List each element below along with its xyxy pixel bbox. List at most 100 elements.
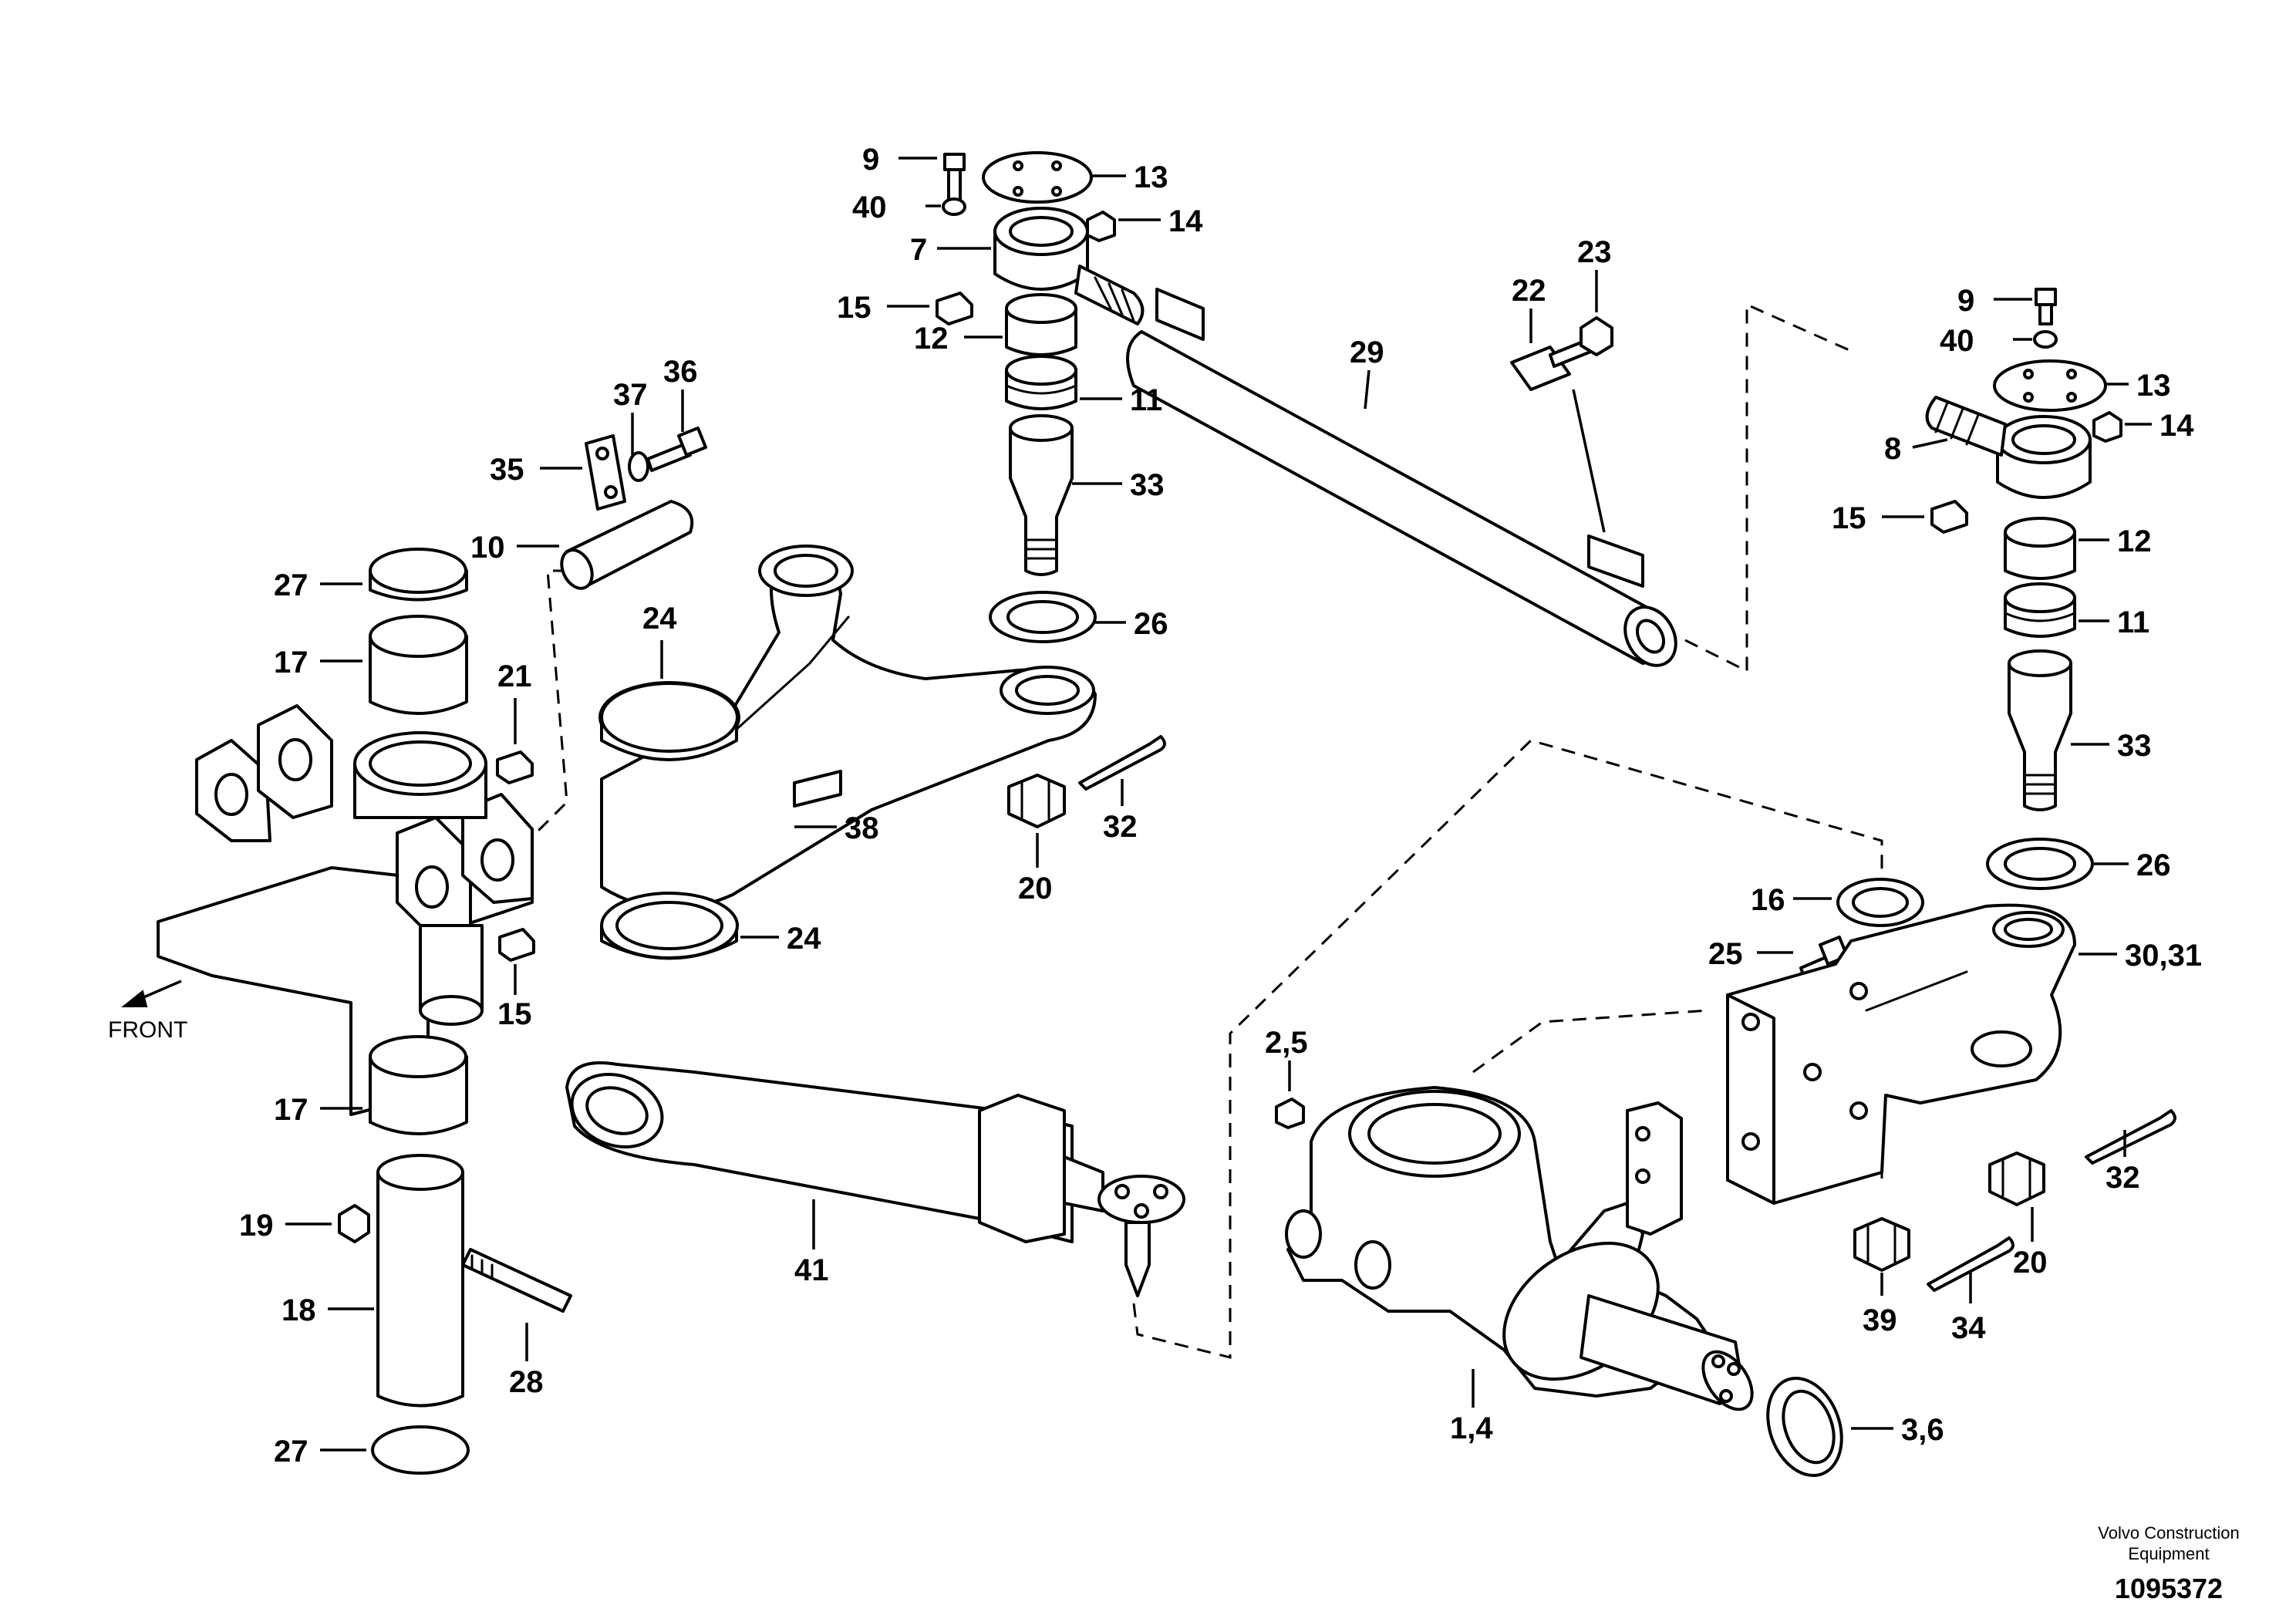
callout-15-left: 15	[497, 997, 532, 1031]
callout-26-right: 26	[2136, 848, 2171, 882]
callout-11-right: 11	[2117, 605, 2149, 639]
cotter-pin-32-right	[2085, 1109, 2176, 1165]
callout-15-right: 15	[1832, 501, 1866, 535]
seal-16	[1836, 878, 1924, 927]
callout-27-bottom: 27	[274, 1435, 308, 1469]
tie-rod-29	[1126, 288, 1677, 667]
cotter-pin-34	[1927, 1236, 2014, 1292]
callout-14-right: 14	[2159, 409, 2194, 443]
document-number: 1095372	[2115, 1573, 2223, 1604]
ball-stud-33-left	[1009, 414, 1074, 576]
bushing-24-bottom	[600, 892, 739, 960]
bolt-9-left	[943, 153, 966, 202]
callout-29: 29	[1350, 336, 1384, 369]
callout-9-right: 9	[1957, 284, 1974, 318]
callout-28: 28	[509, 1365, 544, 1399]
bolt-36	[646, 427, 707, 472]
callout-24-bottom: 24	[787, 922, 821, 956]
callout-9-left: 9	[862, 143, 879, 177]
grease-fitting-15-top	[936, 292, 973, 325]
callout-1-4: 1,4	[1450, 1411, 1493, 1445]
callout-13-right: 13	[2136, 369, 2171, 403]
callout-20-right: 20	[2013, 1246, 2048, 1280]
callout-39: 39	[1863, 1303, 1897, 1337]
nut-19	[338, 1204, 370, 1243]
callout-10: 10	[470, 531, 505, 565]
brand-line-1: Volvo Construction	[2098, 1523, 2239, 1543]
callout-2-5: 2,5	[1265, 1026, 1308, 1060]
callout-32-right: 32	[2106, 1161, 2140, 1195]
callout-11-left: 11	[1130, 383, 1162, 417]
steering-knuckle-1-4	[1285, 1086, 1754, 1411]
dashed-link-pin-bracket	[531, 569, 568, 838]
plate-35	[585, 434, 626, 511]
callout-13-left: 13	[1134, 160, 1168, 194]
callout-33-right: 33	[2117, 729, 2152, 763]
callout-40-right: 40	[1940, 324, 1974, 358]
callout-27-top: 27	[274, 568, 308, 602]
castle-nut-20-right	[1988, 1152, 2045, 1206]
callout-19: 19	[239, 1209, 274, 1243]
callout-41: 41	[794, 1253, 829, 1287]
callout-7: 7	[910, 233, 927, 267]
brand-line-2: Equipment	[2128, 1544, 2209, 1563]
ball-socket-8	[1925, 396, 2092, 499]
callout-17-bottom: 17	[274, 1093, 308, 1127]
callout-21: 21	[497, 659, 532, 693]
washer-37	[628, 451, 649, 482]
front-label: FRONT	[108, 1017, 187, 1043]
cover-13-right	[1993, 359, 2107, 412]
bushing-24-top	[600, 682, 739, 761]
front-arrow-icon	[121, 980, 182, 1007]
callout-8: 8	[1884, 432, 1901, 466]
callout-34: 34	[1951, 1311, 1986, 1345]
callout-37: 37	[613, 378, 648, 412]
callout-38: 38	[845, 811, 879, 845]
king-pin-18	[376, 1154, 464, 1408]
grease-fitting-2-5	[1275, 1098, 1305, 1129]
seal-11-right	[2004, 582, 2076, 638]
castle-nut-20-left	[1007, 774, 1066, 828]
ball-stud-33-right	[2008, 649, 2072, 811]
pin-10	[560, 500, 694, 590]
callout-17-top: 17	[274, 646, 308, 679]
callout-32-left: 32	[1103, 810, 1138, 844]
bushing-17-bottom	[369, 1035, 468, 1135]
callout-20-left: 20	[1018, 872, 1053, 905]
lock-pin-28	[461, 1248, 572, 1313]
dashed-link-tierod-knuckle	[1684, 302, 1852, 673]
callout-15-top: 15	[837, 291, 872, 325]
callout-30-31: 30,31	[2125, 939, 2202, 973]
callout-3-6: 3,6	[1901, 1413, 1944, 1447]
seal-26-right	[1986, 838, 2094, 890]
grease-fitting-15-left	[498, 928, 535, 962]
bushing-12-left	[1005, 293, 1077, 356]
nut-23	[1580, 316, 1613, 356]
castle-nut-39	[1853, 1217, 1910, 1272]
callout-35: 35	[490, 453, 524, 487]
callout-18: 18	[282, 1293, 316, 1327]
callout-26-left: 26	[1134, 607, 1168, 641]
tie-rod-29-pointer	[1572, 389, 1606, 533]
cap-27-top	[369, 548, 468, 602]
steering-cylinder-41	[565, 1061, 1185, 1297]
ball-socket-7	[993, 207, 1145, 325]
cap-27-bottom	[371, 1425, 470, 1475]
bushing-17-top	[369, 615, 468, 715]
callout-16: 16	[1751, 883, 1785, 917]
washer-40-left	[942, 197, 966, 216]
callout-33-left: 33	[1130, 468, 1165, 502]
cover-13-left	[982, 151, 1093, 204]
seal-11-left	[1005, 355, 1077, 410]
grease-fitting-14-right	[2092, 411, 2122, 443]
bolt-9-right	[2035, 288, 2057, 325]
callout-23: 23	[1577, 235, 1612, 269]
washer-40-right	[2033, 330, 2058, 349]
dashed-link-cylinder-knuckle	[1132, 739, 1883, 1359]
left-frame-bracket	[157, 704, 534, 1116]
grease-fitting-21	[496, 750, 534, 784]
seal-ring-3-6	[1766, 1377, 1843, 1477]
callout-25: 25	[1708, 937, 1743, 971]
dashed-link-knuckle-arm	[1472, 1009, 1709, 1074]
